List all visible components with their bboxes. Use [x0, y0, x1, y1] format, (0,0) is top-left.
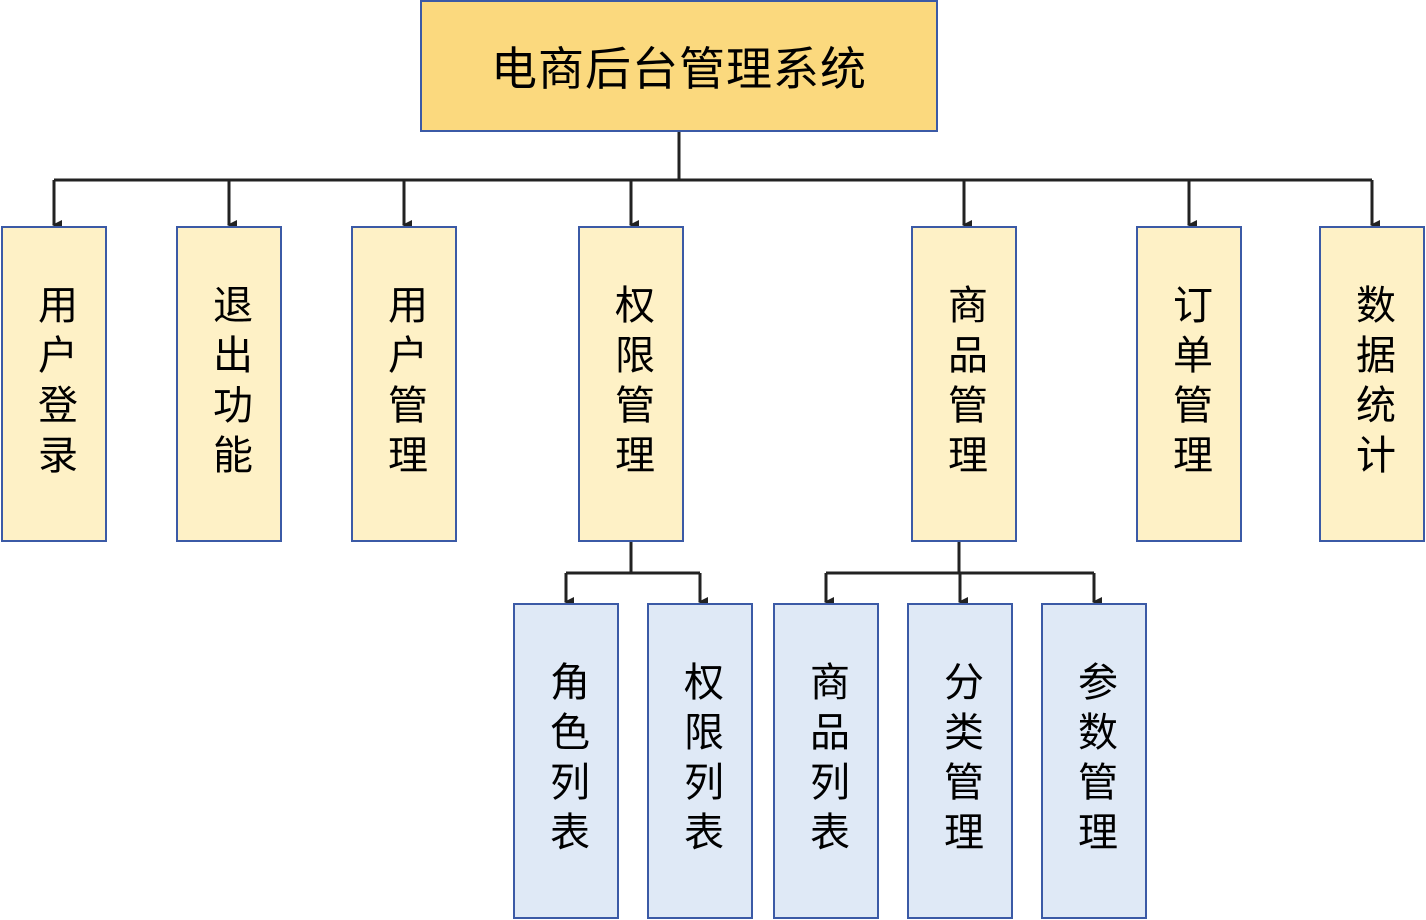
node-user-management-label: 用户管理: [381, 284, 427, 484]
node-category-management: 分类管理: [907, 603, 1013, 919]
node-permission-list: 权限列表: [647, 603, 753, 919]
node-role-list-label: 角色列表: [543, 661, 589, 861]
node-data-statistics: 数据统计: [1319, 226, 1425, 542]
node-logout: 退出功能: [176, 226, 282, 542]
node-goods-management-label: 商品管理: [941, 284, 987, 484]
node-user-management: 用户管理: [351, 226, 457, 542]
root-node-label: 电商后台管理系统: [491, 42, 867, 96]
root-node: 电商后台管理系统: [420, 0, 938, 132]
node-goods-management: 商品管理: [911, 226, 1017, 542]
node-data-statistics-label: 数据统计: [1349, 284, 1395, 484]
node-permission-management: 权限管理: [578, 226, 684, 542]
node-goods-list-label: 商品列表: [803, 661, 849, 861]
node-permission-management-label: 权限管理: [608, 284, 654, 484]
node-permission-list-label: 权限列表: [677, 661, 723, 861]
node-role-list: 角色列表: [513, 603, 619, 919]
node-params-management-label: 参数管理: [1071, 661, 1117, 861]
node-logout-label: 退出功能: [206, 284, 252, 484]
node-params-management: 参数管理: [1041, 603, 1147, 919]
node-user-login: 用户登录: [1, 226, 107, 542]
node-order-management: 订单管理: [1136, 226, 1242, 542]
node-order-management-label: 订单管理: [1166, 284, 1212, 484]
node-goods-list: 商品列表: [773, 603, 879, 919]
node-user-login-label: 用户登录: [31, 284, 77, 484]
node-category-management-label: 分类管理: [937, 661, 983, 861]
